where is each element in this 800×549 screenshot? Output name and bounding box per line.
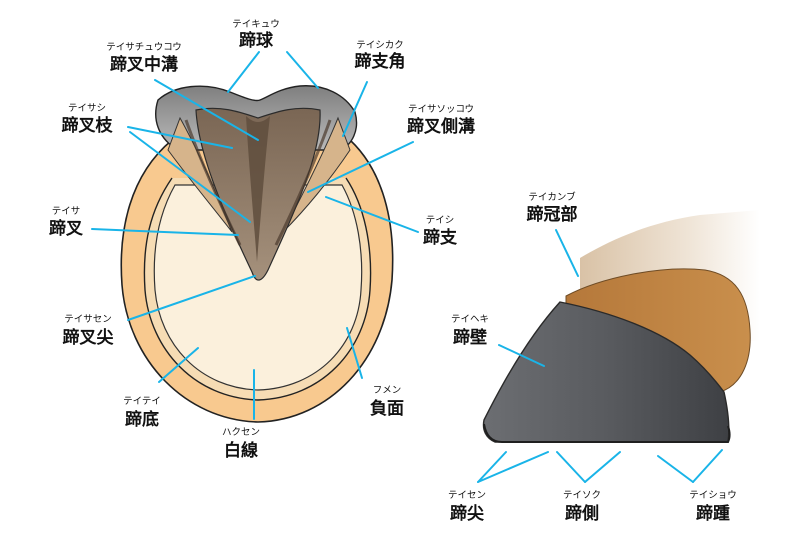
label-frog-apex: テイサセン 蹄叉尖 xyxy=(63,314,115,348)
frog-central-sulcus xyxy=(246,116,270,262)
label-heel-bulb: テイキュウ 蹄球 xyxy=(232,19,280,51)
label-heel: テイショウ 蹄踵 xyxy=(689,490,737,524)
label-white-line: ハクセン 白線 xyxy=(222,427,260,461)
label-white-line-ruby: ハクセン xyxy=(222,427,260,438)
label-collateral-sulcus: テイサソッコウ 蹄叉側溝 xyxy=(407,104,475,137)
label-frog-apex-ruby: テイサセン xyxy=(64,314,112,325)
label-central-sulcus: テイサチュウコウ 蹄叉中溝 xyxy=(106,42,182,75)
collateral-groove-left xyxy=(184,119,242,246)
label-toe-term: 蹄尖 xyxy=(450,503,485,524)
label-heel-bulb-term: 蹄球 xyxy=(239,30,274,51)
label-collateral-sulcus-ruby: テイサソッコウ xyxy=(408,104,474,115)
label-bar-ruby: テイシ xyxy=(426,215,455,226)
label-bearing-surface-ruby: フメン xyxy=(373,385,402,396)
label-sole: テイテイ 蹄底 xyxy=(123,396,161,430)
label-frog-term: 蹄叉 xyxy=(49,218,84,239)
label-central-sulcus-ruby: テイサチュウコウ xyxy=(106,42,182,53)
label-coronet: テイカンブ 蹄冠部 xyxy=(527,191,578,225)
label-hoof-wall: テイヘキ 蹄壁 xyxy=(451,314,489,348)
label-heel-bulb-ruby: テイキュウ xyxy=(232,19,280,30)
label-bar: テイシ 蹄支 xyxy=(423,215,458,248)
label-bar-angle-ruby: テイシカク xyxy=(356,40,404,51)
label-white-line-term: 白線 xyxy=(224,440,258,461)
sole-view xyxy=(120,85,394,423)
side-view xyxy=(482,210,760,443)
label-hoof-wall-term: 蹄壁 xyxy=(453,327,487,348)
sole-area xyxy=(153,184,363,391)
label-toe-ruby: テイセン xyxy=(448,490,486,501)
label-central-sulcus-term: 蹄叉中溝 xyxy=(110,54,178,75)
label-coronet-term: 蹄冠部 xyxy=(527,204,578,225)
label-quarter-ruby: テイソク xyxy=(563,490,601,501)
collateral-groove-right xyxy=(274,119,332,246)
label-bar-term: 蹄支 xyxy=(423,227,458,248)
label-frog-apex-term: 蹄叉尖 xyxy=(63,327,115,348)
label-hoof-wall-ruby: テイヘキ xyxy=(451,314,489,325)
label-quarter-term: 蹄側 xyxy=(565,503,599,524)
label-bar-angle-term: 蹄支角 xyxy=(355,51,406,72)
label-frog-ruby: テイサ xyxy=(52,206,81,217)
side-leaders xyxy=(477,229,723,483)
label-sole-ruby: テイテイ xyxy=(123,396,161,407)
label-collateral-sulcus-term: 蹄叉側溝 xyxy=(407,116,475,137)
label-frog-branch: テイサシ 蹄叉枝 xyxy=(62,103,114,136)
label-heel-term: 蹄踵 xyxy=(696,503,730,524)
label-sole-term: 蹄底 xyxy=(125,409,159,430)
label-frog: テイサ 蹄叉 xyxy=(49,206,84,239)
hoof-wall-side xyxy=(482,301,730,443)
label-frog-branch-ruby: テイサシ xyxy=(68,103,106,114)
ground-edge xyxy=(483,423,731,443)
label-coronet-ruby: テイカンブ xyxy=(528,191,576,203)
label-heel-ruby: テイショウ xyxy=(689,490,737,501)
label-toe: テイセン 蹄尖 xyxy=(448,490,486,524)
label-frog-branch-term: 蹄叉枝 xyxy=(62,115,114,136)
label-bearing-surface-term: 負面 xyxy=(370,399,404,419)
label-quarter: テイソク 蹄側 xyxy=(563,490,601,524)
label-bearing-surface: フメン 負面 xyxy=(370,385,404,419)
sole-leaders xyxy=(91,51,419,420)
label-bar-angle: テイシカク 蹄支角 xyxy=(355,40,406,72)
